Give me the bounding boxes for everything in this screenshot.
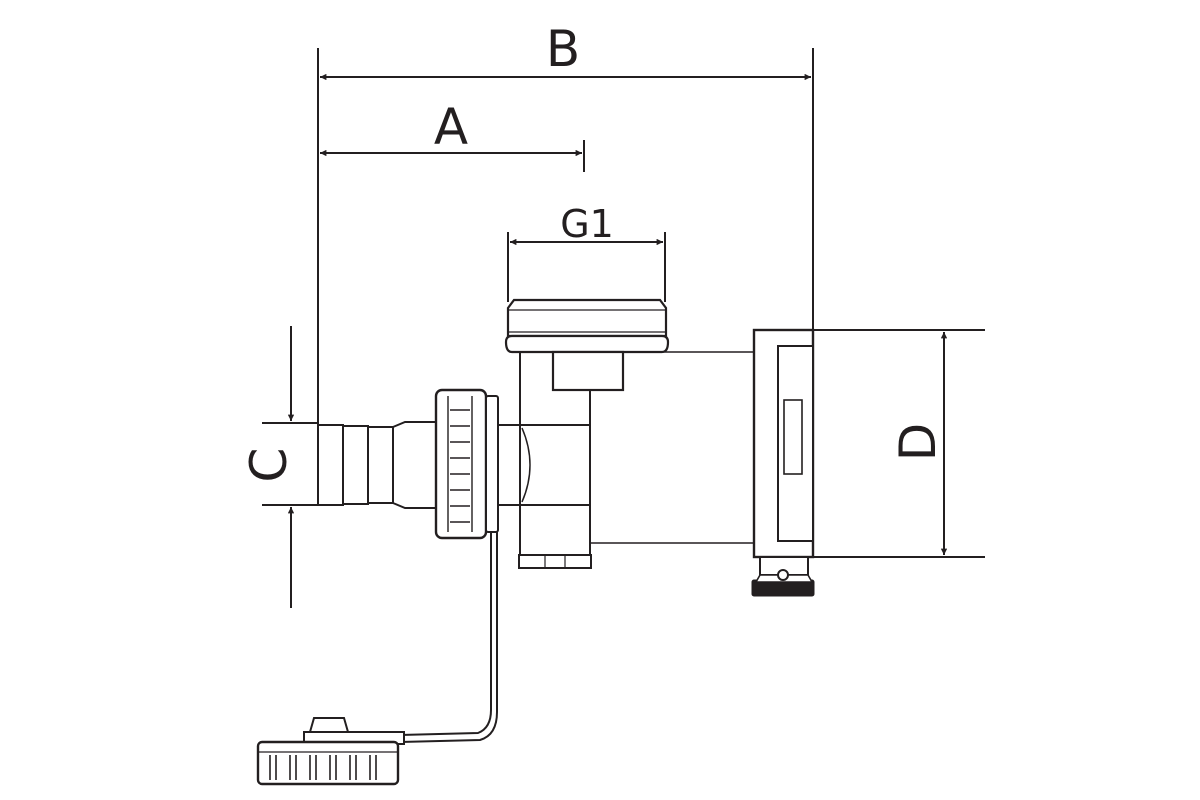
dimension-b: B [317,20,814,435]
dimension-c: C [240,326,318,608]
label-d: D [889,423,947,462]
protective-cap [256,717,405,786]
motor-housing [590,328,815,559]
label-b: B [546,20,580,78]
retaining-strap [399,532,498,743]
dimension-a: A [320,98,585,172]
hose-barb [317,421,437,509]
valve-body [518,352,592,569]
top-hex-nut [504,298,670,392]
dimension-d: D [813,329,985,558]
label-c: C [240,448,298,483]
label-a: A [434,98,468,156]
union-nut [434,388,520,540]
dimension-g1: G1 [507,202,666,302]
label-g1: G1 [560,202,614,246]
bottom-plug [751,556,815,597]
